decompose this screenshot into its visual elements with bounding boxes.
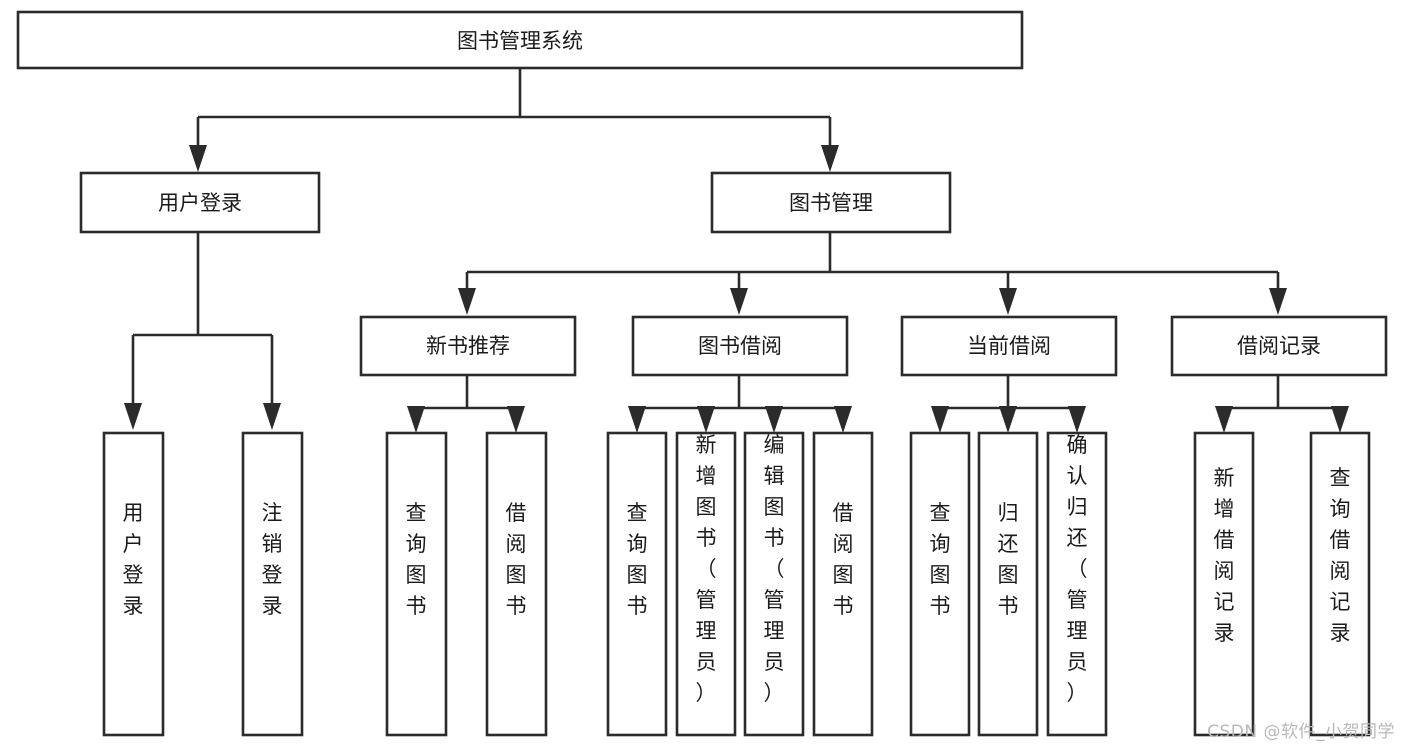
leaf-borrow-record-1-box[interactable] [1193,431,1255,737]
node-borrow-record[interactable]: 借阅记录 [1170,315,1388,377]
node-borrow-record-box[interactable] [1170,315,1388,377]
leaf-book-borrow-1-label: 查询图书 [627,501,648,618]
node-new-book-recommend-box[interactable] [359,315,577,377]
arrowhead-current [999,288,1017,315]
leaf-user-login-2-box[interactable] [241,431,304,737]
node-book-management-label: 图书管理 [789,191,873,215]
node-book-borrow-box[interactable] [631,315,849,377]
leaf-book-borrow-2-box[interactable] [675,431,737,737]
leaf-borrow-record-2[interactable]: 查询借阅记录 [1309,431,1371,737]
arrowhead-borrow [730,288,748,315]
arrowhead-borrow-leaf-2 [697,406,715,433]
node-borrow-record-label: 借阅记录 [1237,334,1321,358]
arrowhead-record-leaf-1 [1215,406,1233,433]
node-book-borrow[interactable]: 图书借阅 [631,315,849,377]
leaf-borrow-record-1-label: 新增借阅记录 [1214,466,1235,645]
leaf-new-book-1-label: 查询图书 [406,501,427,618]
arrowhead-borrow-leaf-3 [765,406,783,433]
leaf-user-login-2-label: 注销登录 [262,501,283,618]
leaf-book-borrow-1[interactable]: 查询图书 [606,431,668,737]
csdn-watermark: CSDN @软件_小贺同学 [1207,722,1395,742]
leaf-new-book-2[interactable]: 借阅图书 [485,431,548,737]
node-book-borrow-label: 图书借阅 [698,334,782,358]
leaf-new-book-2-box[interactable] [485,431,548,737]
leaf-user-login-1[interactable]: 用户登录 [102,431,165,737]
node-book-management-box[interactable] [710,171,952,234]
arrowhead-record [1269,288,1287,315]
leaf-new-book-1[interactable]: 查询图书 [385,431,448,737]
leaf-current-borrow-2-label: 归还图书 [998,501,1019,618]
leaf-book-borrow-3-label: 编辑图书（管理员） [764,433,785,705]
leaf-user-login-1-label: 用户登录 [123,501,144,618]
node-user-login-box[interactable] [79,171,321,234]
leaf-current-borrow-3-label: 确认归还（管理员） [1067,433,1088,705]
node-root[interactable]: 图书管理系统 [16,10,1024,70]
arrowhead-borrow-leaf-4 [834,406,852,433]
node-user-login[interactable]: 用户登录 [79,171,321,234]
arrowhead-newbook-leaf-1 [407,406,425,433]
node-current-borrow[interactable]: 当前借阅 [900,315,1118,377]
leaf-book-borrow-4-box[interactable] [812,431,874,737]
node-root-box[interactable] [16,10,1024,70]
leaf-borrow-record-1[interactable]: 新增借阅记录 [1193,431,1255,737]
arrowhead-userlogin [189,145,207,172]
leaf-borrow-record-2-box[interactable] [1309,431,1371,737]
leaf-user-login-1-box[interactable] [102,431,165,737]
node-new-book-recommend-label: 新书推荐 [426,334,510,358]
arrowhead-borrow-leaf-1 [628,406,646,433]
arrowhead-current-leaf-3 [1068,406,1086,433]
leaf-book-borrow-2-label: 新增图书（管理员） [696,433,717,705]
node-user-login-label: 用户登录 [158,191,242,215]
arrowhead-record-leaf-2 [1331,406,1349,433]
node-new-book-recommend[interactable]: 新书推荐 [359,315,577,377]
node-current-borrow-box[interactable] [900,315,1118,377]
leaf-current-borrow-1[interactable]: 查询图书 [909,431,971,737]
leaf-user-login-2[interactable]: 注销登录 [241,431,304,737]
leaf-current-borrow-1-box[interactable] [909,431,971,737]
leaf-current-borrow-3-box[interactable] [1046,431,1108,737]
node-book-management[interactable]: 图书管理 [710,171,952,234]
leaf-book-borrow-2[interactable]: 新增图书（管理员） [675,431,737,737]
arrowhead-userlogin-leaf-2 [263,403,281,430]
node-root-label: 图书管理系统 [457,29,583,53]
leaf-current-borrow-2-box[interactable] [977,431,1039,737]
arrowhead-newbook [458,288,476,315]
arrowhead-userlogin-leaf-1 [124,403,142,430]
leaf-new-book-1-box[interactable] [385,431,448,737]
arrowhead-bookmgmt [821,145,839,172]
leaf-current-borrow-1-label: 查询图书 [930,501,951,618]
leaf-new-book-2-label: 借阅图书 [506,501,527,618]
leaf-book-borrow-1-box[interactable] [606,431,668,737]
leaf-book-borrow-3[interactable]: 编辑图书（管理员） [743,431,805,737]
leaf-book-borrow-4[interactable]: 借阅图书 [812,431,874,737]
leaf-book-borrow-4-label: 借阅图书 [833,501,854,618]
leaf-current-borrow-2[interactable]: 归还图书 [977,431,1039,737]
leaf-current-borrow-3[interactable]: 确认归还（管理员） [1046,431,1108,737]
arrowhead-current-leaf-1 [931,406,949,433]
arrowhead-newbook-leaf-2 [507,406,525,433]
arrowhead-current-leaf-2 [999,406,1017,433]
arrowhead-layer [124,145,1349,433]
node-current-borrow-label: 当前借阅 [967,334,1051,358]
leaf-book-borrow-3-box[interactable] [743,431,805,737]
leaf-borrow-record-2-label: 查询借阅记录 [1330,466,1351,645]
